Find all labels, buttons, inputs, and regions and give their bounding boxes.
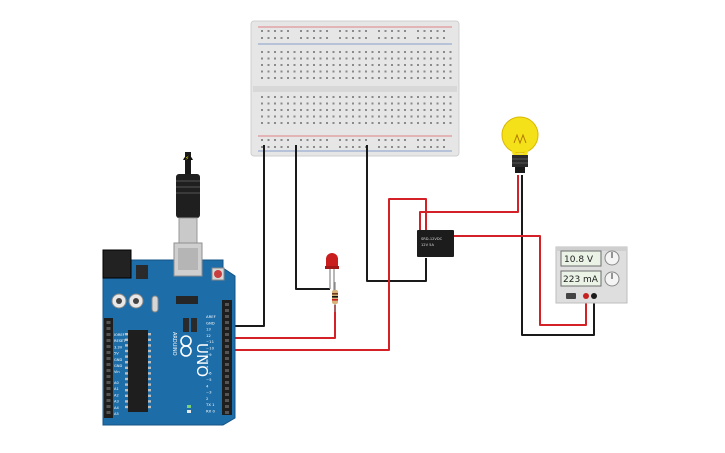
pin-label: 2 xyxy=(206,396,209,401)
wire-bulb-negative xyxy=(521,175,595,336)
wire-relay-gnd xyxy=(366,145,427,282)
wire-relay-supply xyxy=(452,235,587,326)
negative-terminal[interactable] xyxy=(591,293,597,299)
power-supply[interactable]: 10.8 V 223 mA xyxy=(555,246,628,304)
analog-pin-label: A2 xyxy=(114,393,119,397)
wire-led-anode xyxy=(229,305,336,339)
wire-gnd xyxy=(229,145,265,327)
power-switch[interactable] xyxy=(566,293,576,299)
relay-model-text: SRD-12VDC xyxy=(421,237,443,241)
power-pin-label: GND xyxy=(114,364,122,368)
usb-plug-glyph: ⚡ xyxy=(185,155,189,162)
atmega-chip xyxy=(128,330,148,412)
pin-label: ~6 xyxy=(206,371,212,376)
pin-label: 7 xyxy=(206,364,209,369)
positive-terminal[interactable] xyxy=(583,293,589,299)
wire-led-cathode xyxy=(295,145,330,290)
power-pin-label: RESET xyxy=(114,339,126,343)
pin-label: 8 xyxy=(206,358,209,363)
pin-label: 13 xyxy=(206,327,211,332)
arduino-model-label: UNO xyxy=(193,343,211,377)
power-pin-label: IOREF xyxy=(114,333,125,337)
pin-label: ~11 xyxy=(206,339,215,344)
reset-button[interactable] xyxy=(214,270,222,278)
arduino-uno[interactable]: UNO ARDUINO AREFGND1312~11~10~987~6~54~3… xyxy=(102,242,236,426)
analog-pin-label: A4 xyxy=(114,406,119,410)
pin-label: 12 xyxy=(206,333,211,338)
light-bulb[interactable] xyxy=(501,116,539,173)
pin-label: GND xyxy=(206,320,215,325)
analog-pin-label: A0 xyxy=(114,381,119,385)
analog-pin-label: A3 xyxy=(114,400,119,404)
current-display xyxy=(560,270,602,287)
voltage-reading: 10.8 V xyxy=(564,255,594,265)
analog-pin-label: A5 xyxy=(114,412,119,416)
pin-label: ~5 xyxy=(206,377,212,382)
power-pin-label: 5V xyxy=(114,352,119,356)
pin-label: 4 xyxy=(206,383,209,388)
pin-label: RX 0 xyxy=(206,409,215,414)
breadboard[interactable] xyxy=(250,20,460,157)
pin-label: TX 1 xyxy=(205,402,215,407)
voltage-display xyxy=(560,250,602,267)
pin-label: ~10 xyxy=(206,346,215,351)
wire-relay-bulb xyxy=(419,175,519,232)
wire-relay-signal xyxy=(229,198,427,351)
analog-pin-label: A1 xyxy=(114,387,119,391)
current-reading: 223 mA xyxy=(563,275,599,285)
pin-label: ~9 xyxy=(206,352,212,357)
led[interactable] xyxy=(325,253,339,292)
wires xyxy=(229,145,595,351)
power-pin-label: GND xyxy=(114,358,122,362)
usb-cable: ⚡ xyxy=(176,152,200,245)
pin-label: AREF xyxy=(206,314,216,319)
power-pin-label: Vin xyxy=(114,370,120,374)
resistor[interactable] xyxy=(332,282,338,312)
arduino-brand-label: ARDUINO xyxy=(171,332,177,356)
relay-rating-text: 12V 5A xyxy=(421,243,434,247)
power-pin-label: 3.3V xyxy=(114,345,123,349)
pin-label: ~3 xyxy=(206,390,212,395)
relay[interactable]: SRD-12VDC 12V 5A xyxy=(417,230,454,257)
